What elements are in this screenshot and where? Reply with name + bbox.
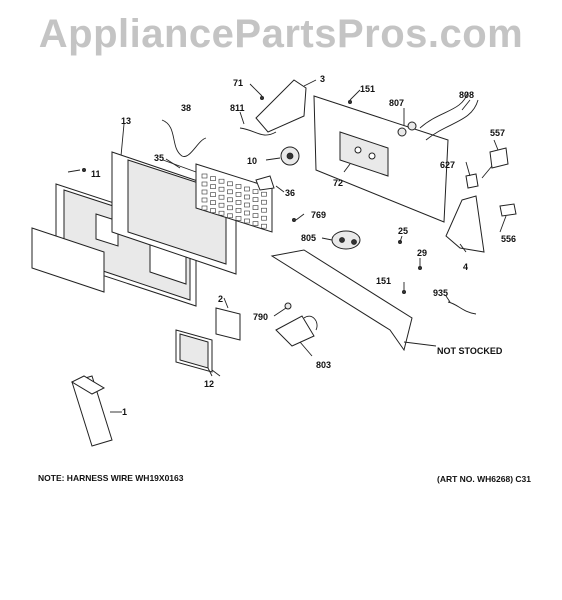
board-hole — [227, 213, 233, 219]
callout-13: 13 — [121, 116, 132, 126]
board-hole — [201, 181, 208, 187]
part-38-wire — [161, 119, 207, 157]
board-hole — [218, 186, 225, 192]
part-1-envelope — [70, 375, 122, 447]
board-hole — [210, 176, 216, 181]
part-935-wire — [447, 301, 477, 315]
board-hole — [227, 189, 233, 195]
board-hole — [210, 200, 216, 205]
board-hole — [261, 207, 267, 213]
board-hole — [235, 216, 242, 221]
board-hole — [210, 208, 216, 213]
callout-811: 811 — [230, 103, 245, 113]
board-hole — [244, 210, 250, 216]
board-hole — [218, 202, 225, 208]
part-2-panel — [215, 297, 241, 341]
callout-790: 790 — [253, 312, 269, 322]
part-72-backsplash — [313, 95, 449, 223]
part-811-wire — [239, 127, 277, 136]
board-hole — [252, 221, 259, 226]
board-hole — [252, 213, 259, 218]
panel-window — [31, 227, 105, 293]
screws — [82, 96, 422, 294]
callout-35: 35 — [154, 153, 165, 163]
board-hole — [252, 197, 259, 202]
board-hole — [201, 189, 208, 195]
board-hole — [244, 202, 250, 208]
callout-10: 10 — [247, 156, 258, 166]
callout-3: 3 — [320, 74, 326, 84]
callout-11: 11 — [91, 169, 101, 179]
callout-29: 29 — [417, 248, 428, 258]
board-hole — [261, 223, 267, 229]
callout-1: 1 — [122, 407, 128, 417]
board-hole — [244, 186, 250, 192]
part-557-sensor — [481, 147, 509, 179]
board-hole — [261, 199, 267, 205]
board-hole — [235, 192, 242, 197]
not-stocked-label: NOT STOCKED — [437, 346, 503, 356]
part-3-bracket — [255, 79, 307, 133]
board-hole — [261, 191, 267, 197]
board-hole — [252, 205, 259, 210]
callout-556: 556 — [501, 234, 517, 244]
callout-71: 71 — [233, 78, 244, 88]
part-board-grid — [195, 163, 273, 233]
part-627-clip — [465, 173, 479, 189]
callout-4: 4 — [463, 262, 469, 272]
callout-72: 72 — [333, 178, 344, 188]
callout-769: 769 — [311, 210, 327, 220]
part-12-module — [175, 329, 221, 377]
board-hole — [210, 184, 216, 189]
callout-12: 12 — [204, 379, 215, 389]
callout-36: 36 — [285, 188, 296, 198]
board-hole — [261, 215, 267, 221]
callout-2: 2 — [218, 294, 224, 304]
callout-808: 808 — [459, 90, 475, 100]
callout-807: 807 — [389, 98, 405, 108]
leader-lines — [67, 79, 507, 377]
board-hole — [227, 205, 233, 211]
callout-935: 935 — [433, 288, 449, 298]
base-rail — [270, 249, 413, 352]
board-hole — [218, 194, 225, 200]
board-hole — [227, 181, 233, 187]
board-hole — [201, 197, 208, 203]
part-808-hoses — [397, 91, 479, 141]
board-hole — [252, 189, 259, 194]
callout-627: 627 — [440, 160, 456, 170]
callout-25: 25 — [398, 226, 409, 236]
board-hole — [218, 178, 225, 184]
part-790-clip — [284, 302, 292, 310]
callout-805: 805 — [301, 233, 317, 243]
board-hole — [244, 218, 250, 224]
board-hole — [201, 173, 208, 179]
callout-803: 803 — [316, 360, 332, 370]
board-hole — [201, 205, 208, 211]
callout-38: 38 — [181, 103, 192, 113]
board-hole — [244, 194, 250, 200]
board-hole — [235, 208, 242, 213]
harness-note: NOTE: HARNESS WIRE WH19X0163 — [38, 473, 184, 483]
watermark: AppliancePartsPros.com — [38, 12, 524, 56]
part-4-endcap — [445, 195, 485, 253]
part-805-valve — [331, 230, 361, 250]
board-hole — [210, 192, 216, 197]
part-803-bracket — [275, 315, 318, 347]
callout-151a: 151 — [360, 84, 376, 94]
part-36-knob — [255, 175, 275, 191]
callout-151b: 151 — [376, 276, 392, 286]
part-10-switch — [280, 146, 300, 166]
board-hole — [218, 210, 225, 216]
part-556-connector — [499, 203, 517, 217]
callout-557: 557 — [490, 128, 506, 138]
board-hole — [235, 184, 242, 189]
art-number: (ART NO. WH6268) C31 — [437, 474, 531, 484]
board-hole — [227, 197, 233, 203]
board-hole — [235, 200, 242, 205]
